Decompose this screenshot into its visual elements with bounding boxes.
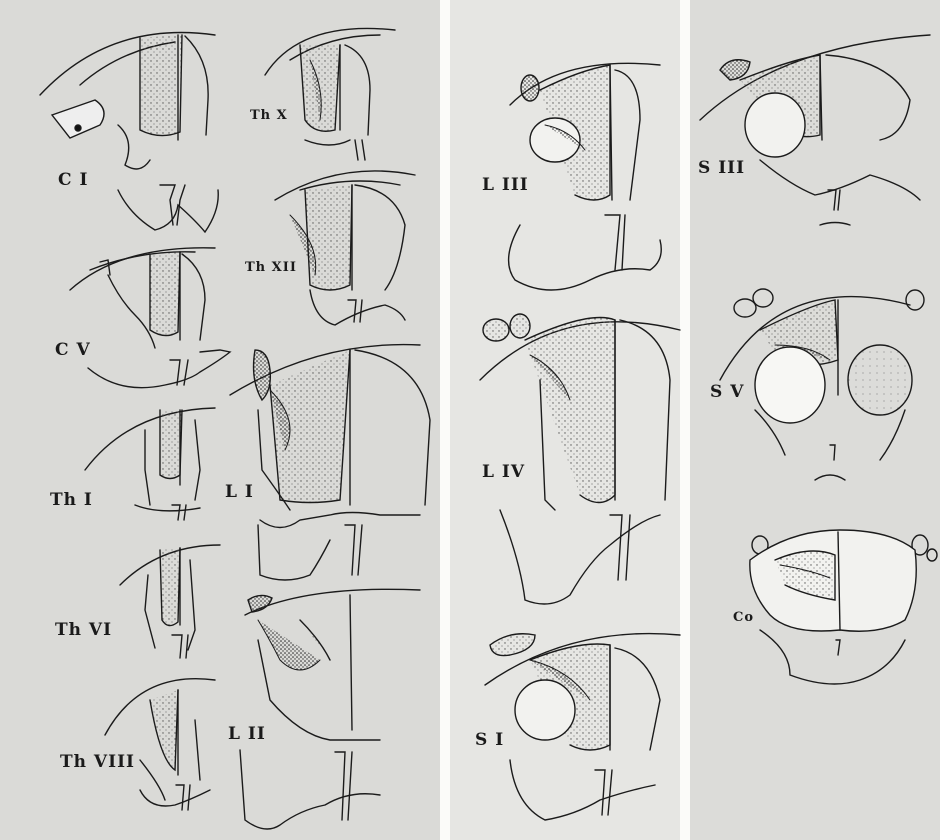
section-SV: [720, 289, 924, 480]
section-label-ThVIII: Th VIII: [60, 752, 135, 772]
section-label-ThVI: Th VI: [55, 620, 112, 640]
section-label-SI: S I: [475, 730, 504, 750]
section-CV: [70, 248, 230, 388]
section-ThVIII: [105, 679, 215, 810]
section-label-LIV: L IV: [482, 462, 525, 482]
section-label-Co: Co: [733, 610, 754, 625]
section-label-LI: L I: [225, 482, 254, 502]
section-CI: [40, 33, 218, 233]
section-label-ThI: Th I: [50, 490, 93, 510]
section-label-SV: S V: [710, 382, 744, 402]
section-ThVI: [120, 545, 220, 658]
section-label-LIII: L III: [482, 175, 529, 195]
section-SI: [485, 634, 680, 820]
section-SIII: [700, 35, 930, 225]
section-ThXII: [275, 171, 415, 325]
section-LII: [240, 589, 420, 829]
section-label-LII: L II: [228, 724, 266, 744]
section-LIII: [509, 63, 662, 290]
section-LIV: [480, 314, 680, 604]
section-label-ThXII: Th XII: [245, 260, 297, 275]
section-ThI: [85, 408, 215, 520]
section-Co: [750, 530, 937, 684]
section-label-CI: C I: [58, 170, 88, 190]
section-ThX: [265, 28, 395, 160]
section-label-ThX: Th X: [250, 108, 288, 123]
section-label-CV: C V: [55, 340, 91, 360]
section-LI: [230, 345, 430, 580]
section-label-SIII: S III: [698, 158, 745, 178]
